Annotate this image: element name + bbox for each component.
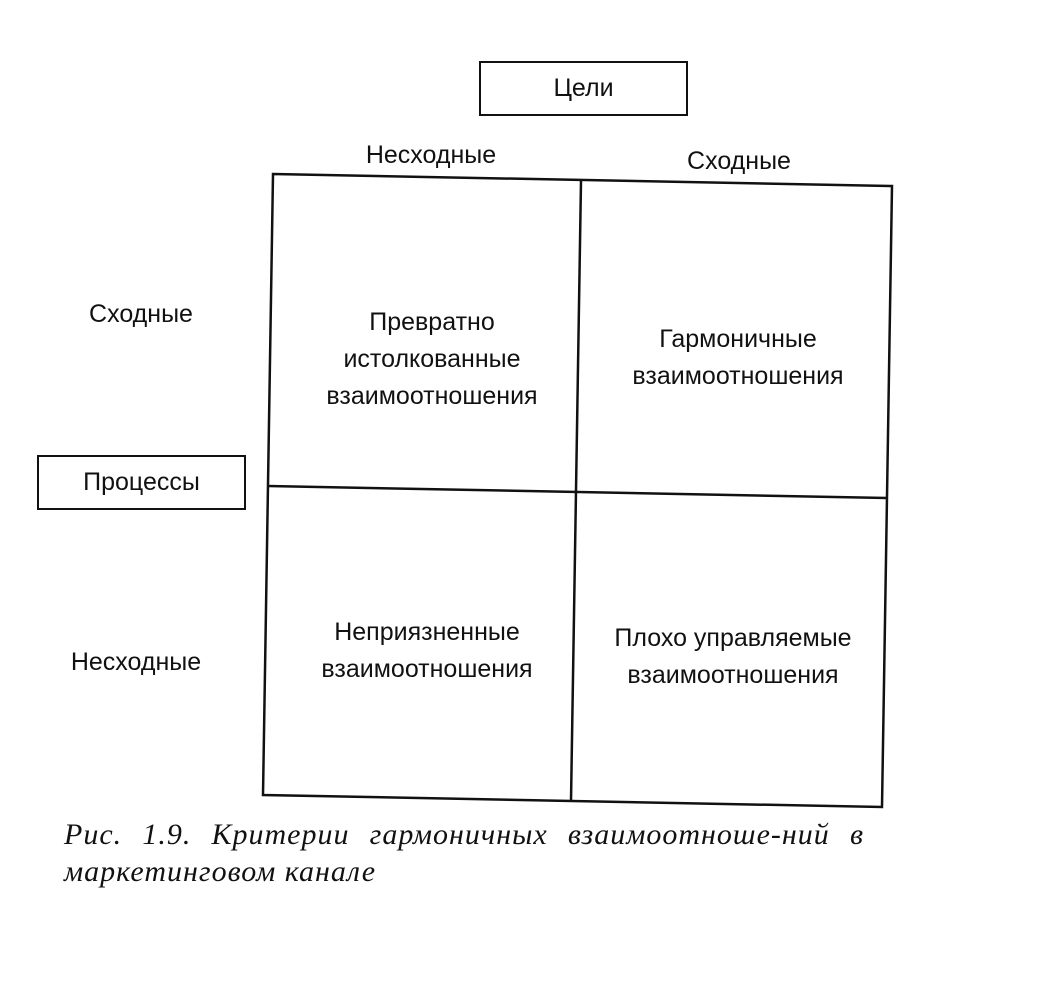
- matrix-outer-border: [261, 172, 894, 809]
- quadrant-misinterpreted: Превратно истолкованные взаимоотношения: [326, 308, 538, 410]
- row-label-dissimilar: Несходные: [70, 648, 202, 676]
- processes-label-box: Процессы: [37, 455, 246, 510]
- column-label-dissimilar: Несходные: [365, 141, 497, 169]
- processes-label: Процессы: [83, 468, 200, 496]
- quadrant-poorly-managed: Плохо управляемые взаимоотношения: [614, 624, 852, 689]
- quadrant-harmonious: Гармоничные взаимоотношения: [632, 325, 844, 390]
- row-label-similar: Сходные: [89, 300, 193, 328]
- goals-label-box: Цели: [479, 61, 688, 116]
- column-label-similar: Сходные: [687, 147, 791, 175]
- quadrant-hostile: Неприязненные взаимоотношения: [321, 618, 533, 683]
- figure-caption: Рис. 1.9. Критерии гармоничных взаимоотн…: [64, 818, 864, 888]
- matrix-horizontal-divider: [267, 484, 888, 500]
- goals-label: Цели: [553, 74, 614, 102]
